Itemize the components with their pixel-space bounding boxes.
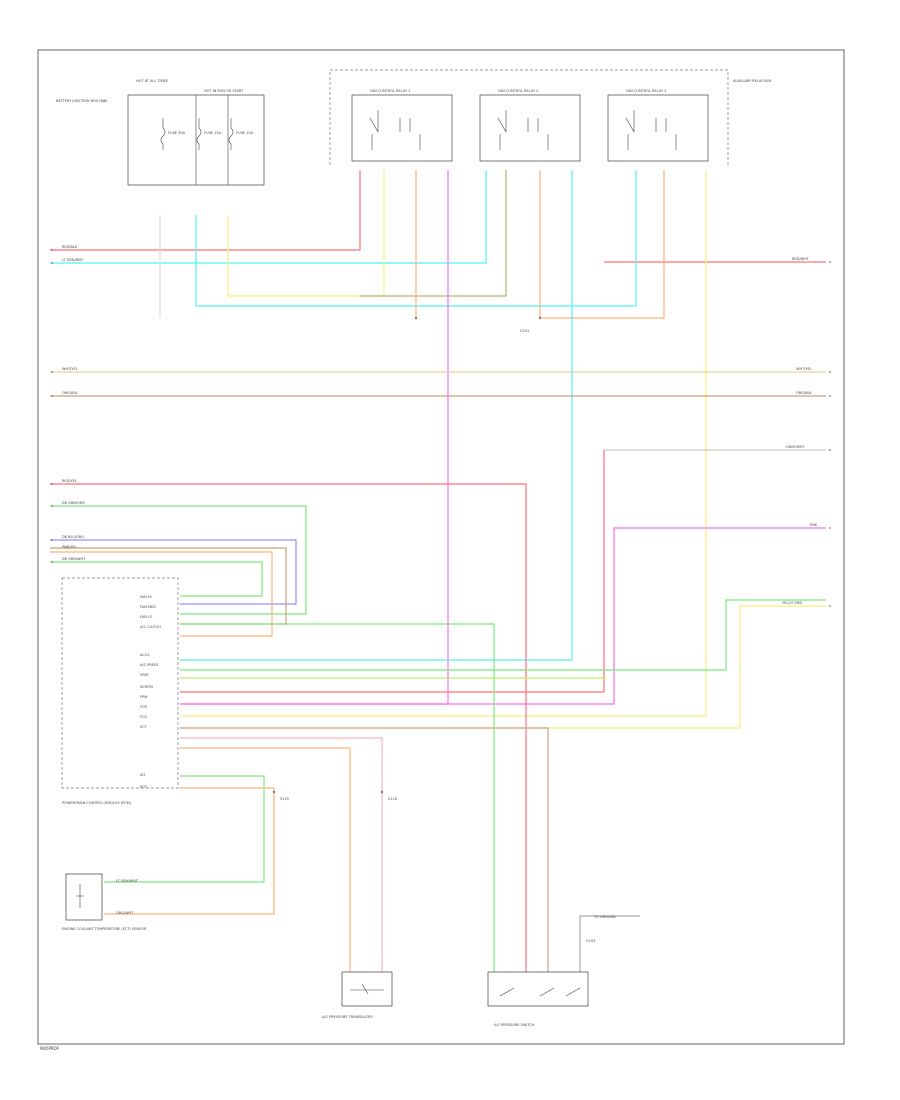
wire-pink-trans [180, 737, 383, 972]
label-wht-yel-right: WHT/YEL [796, 367, 812, 371]
label-ground-2: G103 [586, 939, 595, 943]
wire-orange-pcm [50, 551, 273, 637]
wire-green-pcm [50, 505, 307, 615]
relay-1-label: FAN CONTROL RELAY 1 [370, 89, 410, 93]
pcm-pin-12: IAT [140, 773, 146, 777]
pcm-pin-8: FPW [140, 695, 148, 699]
label-wht-yel-left: WHT/YEL [62, 367, 78, 371]
wire-yellow-right [180, 170, 707, 717]
pcm-pin-3: A/C CLUTCH [140, 625, 161, 629]
wire-red-pcm [50, 483, 527, 972]
pcm-pin-7: SIGRTN [140, 685, 153, 689]
diagram-frame [37, 49, 845, 1045]
pcm-pin-1: FAN MED [140, 605, 156, 609]
pcm-pin-10: FCS [140, 715, 147, 719]
fuse-box-title-right: HOT IN RUN OR START [204, 89, 244, 93]
label-red-wht: RED/WHT [792, 257, 810, 261]
pcm-pin-2: FAN LO [140, 615, 153, 619]
relay-3-label: FAN CONTROL RELAY 3 [626, 89, 666, 93]
wire-ground [579, 915, 640, 972]
wire-brown-pcm [50, 547, 287, 625]
trans-sensor-label: A/C PRESSURE TRANSDUCER [322, 1015, 373, 1019]
ect-sensor-label: ENGINE COOLANT TEMPERATURE (ECT) SENSOR [62, 927, 147, 931]
wire-green-pcm-2 [50, 561, 263, 597]
pcm-pin-4: ACCS [140, 653, 150, 657]
wire-purple-pcm [50, 539, 297, 605]
pcm-pin-9: FCR [140, 705, 147, 709]
label-dk-blu-org: DK BLU/ORG [62, 535, 84, 539]
fuse-label-c: FUSE 10A [236, 131, 254, 135]
relay-box: AUXILIARY RELAY BOX FAN CONTROL RELAY 1 … [329, 69, 772, 165]
pressure-switch: A/C PRESSURE SWITCH TO GROUND [487, 915, 616, 1027]
wire-red-top [50, 170, 361, 251]
wires [50, 170, 826, 972]
label-dk-grn-wht: DK GRN/WHT [62, 557, 86, 561]
wire-cyan-top [50, 170, 487, 264]
pcm-pin-11: ECT [140, 725, 148, 729]
label-lt-grn-red: LT GRN/RED [62, 258, 83, 262]
wire-brown-switch [180, 727, 549, 972]
fuse-box-title-mid: HOT AT ALL TIMES [136, 79, 169, 83]
label-org-blk-right: ORG/BLK [796, 391, 812, 395]
wire-green-switch [180, 623, 495, 972]
pcm-module: POWERTRAIN CONTROL MODULE (PCM) FAN HI F… [61, 577, 179, 805]
wire-olive [360, 170, 507, 297]
fuse-label-b: FUSE 15A [204, 131, 222, 135]
connector-markers [51, 249, 831, 794]
wire-cyan-pcm [180, 170, 573, 661]
wire-orange-ect [104, 787, 275, 915]
wire-pink-right [180, 527, 826, 705]
relay-box-title: AUXILIARY RELAY BOX [733, 79, 772, 83]
fuse-box: BATTERY JUNCTION BOX (BJB) HOT AT ALL TI… [56, 79, 265, 186]
label-dk-grn-org: DK GRN/ORG [62, 501, 85, 505]
label-lt-grn-wht: LT GRN/WHT [116, 879, 139, 883]
label-yel-lt-grn: YEL/LT GRN [782, 601, 802, 605]
label-pnk-yel: PNK/YEL [62, 545, 77, 549]
label-ground: G101 [520, 329, 529, 333]
pcm-title: POWERTRAIN CONTROL MODULE (PCM) [62, 801, 132, 805]
label-gray-wht: GRAY/WHT [786, 445, 806, 449]
pcm-pin-6: VREF [140, 673, 149, 677]
pcm-pin-13: EOT [140, 785, 148, 789]
wire-labels: RED/BLK LT GRN/RED WHT/YEL WHT/YEL ORG/B… [62, 245, 818, 943]
ground-note: TO GROUND [593, 915, 616, 919]
pcm-pin-0: FAN HI [140, 595, 151, 599]
wire-green-ect [104, 775, 265, 883]
label-org-blk-left: ORG/BLK [62, 391, 78, 395]
relay-2-label: FAN CONTROL RELAY 2 [498, 89, 538, 93]
pcm-pin-5: A/C PRESS [140, 663, 159, 667]
trans-sensor: A/C PRESSURE TRANSDUCER [322, 971, 393, 1019]
wire-green-long [180, 599, 826, 671]
wire-gray-drop [180, 450, 605, 693]
wire-yellow-fuse [227, 170, 385, 297]
fuse-label-a: FUSE 30A [168, 131, 186, 135]
label-splice-2: S116 [388, 797, 397, 801]
pressure-switch-label: A/C PRESSURE SWITCH [494, 1023, 535, 1027]
fuse-box-title-left: BATTERY JUNCTION BOX (BJB) [56, 99, 108, 103]
wire-orange-trans [180, 747, 351, 972]
label-pnk: PNK [810, 523, 818, 527]
ect-sensor: ENGINE COOLANT TEMPERATURE (ECT) SENSOR [62, 873, 147, 931]
label-splice-1: S115 [280, 797, 289, 801]
label-org-wht: ORG/WHT [116, 911, 134, 915]
label-red-blk: RED/BLK [62, 245, 78, 249]
wire-orange-relay-3 [539, 170, 665, 319]
page-label: W/OPROF [40, 1046, 60, 1051]
label-red-yel: RED/YEL [62, 479, 77, 483]
